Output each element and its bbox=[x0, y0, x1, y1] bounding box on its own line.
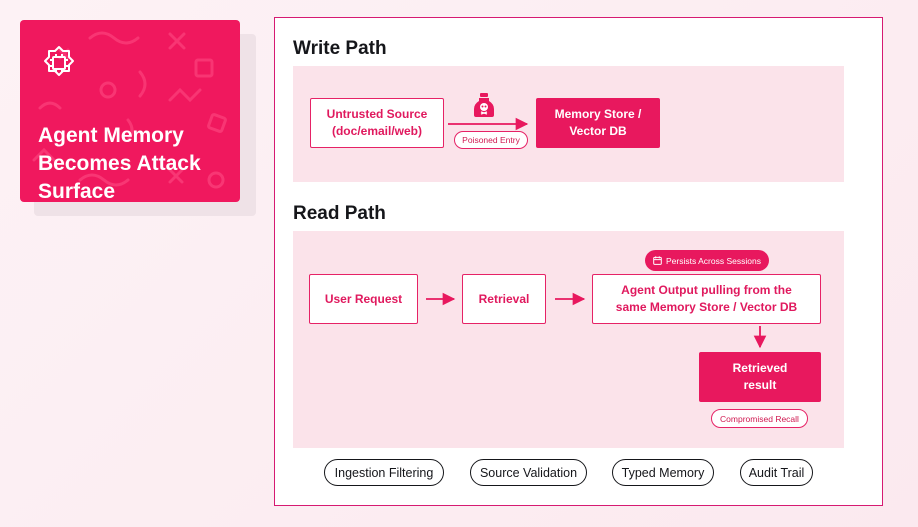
memory-store-node: Memory Store / Vector DB bbox=[536, 98, 660, 148]
persists-tag-label: Persists Across Sessions bbox=[666, 255, 761, 266]
poison-bottle-icon bbox=[474, 93, 494, 117]
card-title: Agent Memory Becomes Attack Surface bbox=[38, 124, 201, 202]
retrieval-node: Retrieval bbox=[462, 274, 546, 324]
retrieved-result-node: Retrieved result bbox=[699, 352, 821, 402]
card-pattern bbox=[32, 31, 227, 189]
calendar-icon bbox=[653, 256, 662, 265]
pill-typed-memory: Typed Memory bbox=[612, 459, 714, 486]
pill-audit-trail: Audit Trail bbox=[740, 459, 813, 486]
agent-output-node: Agent Output pulling from the same Memor… bbox=[592, 274, 821, 324]
poisoned-entry-tag: Poisoned Entry bbox=[454, 131, 528, 149]
chip-gear-icon bbox=[44, 46, 74, 76]
persists-tag: Persists Across Sessions bbox=[645, 250, 769, 271]
untrusted-source-node: Untrusted Source (doc/email/web) bbox=[310, 98, 444, 148]
user-request-node: User Request bbox=[309, 274, 418, 324]
write-path-title: Write Path bbox=[293, 38, 387, 59]
pill-ingestion-filtering: Ingestion Filtering bbox=[324, 459, 444, 486]
compromised-recall-tag: Compromised Recall bbox=[711, 409, 808, 428]
pill-source-validation: Source Validation bbox=[470, 459, 587, 486]
title-card: Agent Memory Becomes Attack Surface bbox=[20, 20, 240, 202]
read-path-title: Read Path bbox=[293, 203, 386, 224]
